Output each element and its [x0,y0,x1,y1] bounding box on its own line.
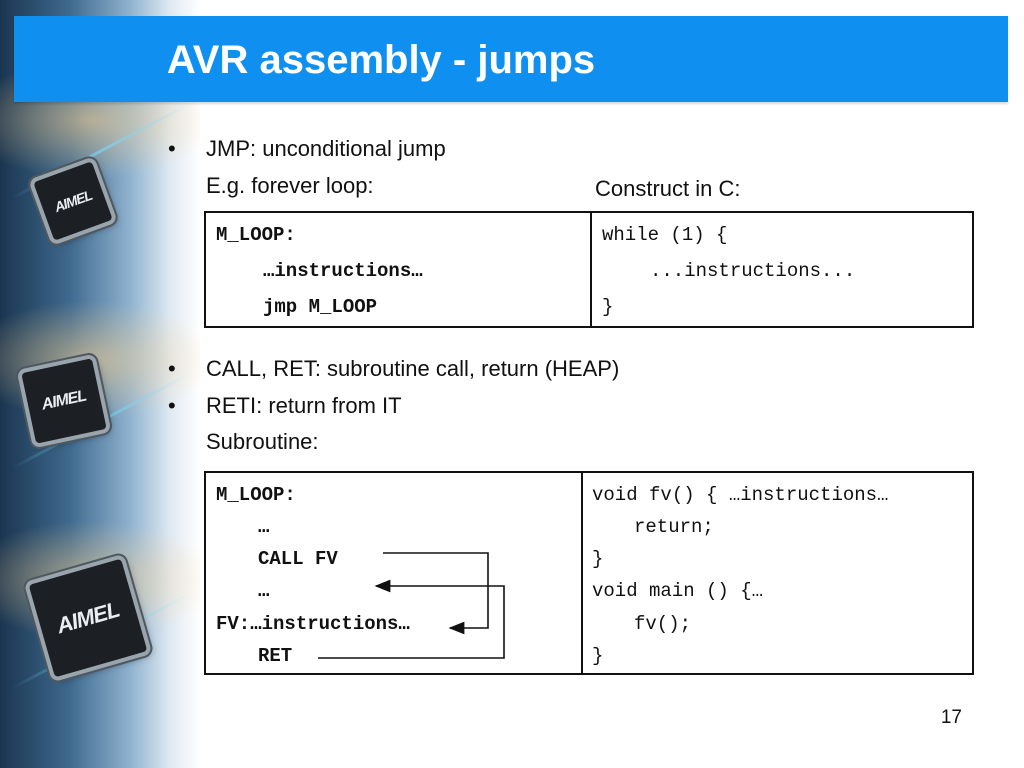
asm-line: M_LOOP: [216,484,296,506]
bullet-jmp: JMP: unconditional jump [168,138,446,161]
return-arrow [318,579,505,659]
c-line: while (1) { [602,224,728,246]
subroutine-label: Subroutine: [206,429,319,454]
asm-line: CALL FV [258,548,338,570]
code-table-jmp: M_LOOP: …instructions… jmp M_LOOP while … [204,211,974,328]
asm-line: FV:…instructions… [216,613,410,635]
asm-line: … [258,516,270,538]
forever-loop-label: E.g. forever loop: [206,173,374,198]
code-table-subroutine: M_LOOP: … CALL FV … FV:…instructions… RE… [204,471,974,675]
bullet-call-ret: CALL, RET: subroutine call, return (HEAP… [168,358,619,381]
table-divider [581,473,583,673]
asm-line: RET [258,645,293,667]
slide-title: AVR assembly - jumps [166,38,596,82]
asm-line: …instructions… [263,260,423,282]
c-line: void main () {… [592,580,764,602]
c-line: return; [634,516,714,538]
c-line: } [602,296,614,318]
asm-line: M_LOOP: [216,224,296,246]
bullet-reti: RETI: return from IT [168,395,402,418]
asm-line: … [258,580,270,602]
construct-c-label: Construct in C: [595,176,741,201]
c-line: ...instructions... [650,260,856,282]
asm-line: jmp M_LOOP [263,296,378,318]
table-divider [590,213,592,326]
c-line: fv(); [634,613,692,635]
call-arrow [383,552,489,635]
c-line: void fv() { …instructions… [592,484,889,506]
title-bar: AVR assembly - jumps [14,16,1008,102]
c-line: } [592,548,604,570]
page-number: 17 [940,707,962,728]
c-line: } [592,645,604,667]
